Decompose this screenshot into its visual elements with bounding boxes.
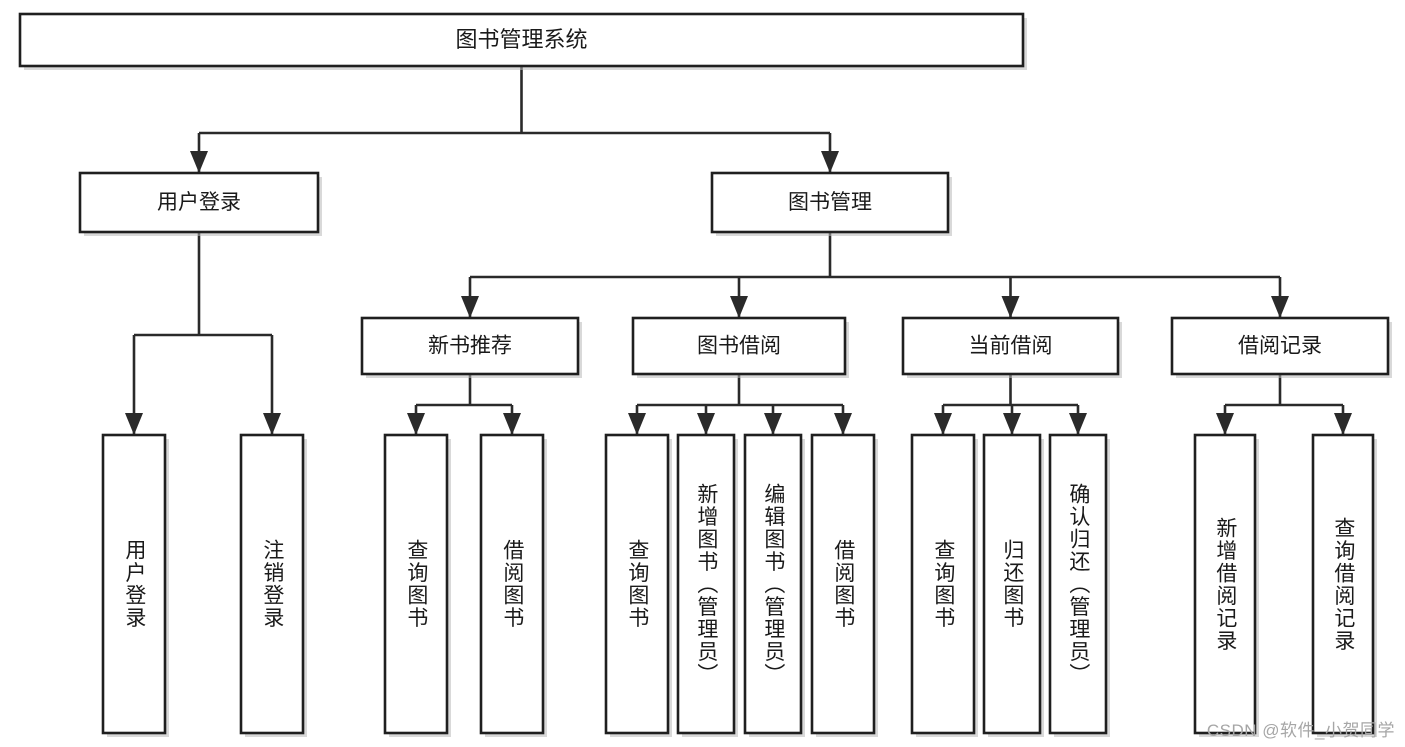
node-leaf-query-book-rec[interactable] (383, 433, 451, 737)
connector-arrowhead (1216, 413, 1234, 435)
connector-arrowhead (1003, 413, 1021, 435)
node-leaf-query-record[interactable] (1311, 433, 1377, 737)
node-leaf-confirm-return[interactable] (1048, 433, 1110, 737)
node-label: 当前借阅 (969, 335, 1053, 358)
node-root-图书管理系统[interactable] (18, 12, 1027, 70)
node-leaf-add-record[interactable] (1193, 433, 1259, 737)
node-book-borrow[interactable] (631, 316, 849, 378)
node-label: 图书管理系统 (455, 27, 587, 52)
node-label: 借阅记录 (1238, 335, 1322, 358)
node-leaf-borrow-book-bb[interactable] (810, 433, 878, 737)
node-label: 图书借阅 (697, 335, 781, 358)
connector-arrowhead (764, 413, 782, 435)
node-leaf-query-book-cb[interactable] (910, 433, 978, 737)
node-new-book-rec[interactable] (360, 316, 582, 378)
edges-layer (125, 66, 1352, 435)
connector-arrowhead (461, 296, 479, 318)
connector-arrowhead (1069, 413, 1087, 435)
connector-arrowhead (730, 296, 748, 318)
connector-arrowhead (1334, 413, 1352, 435)
node-leaf-return-book[interactable] (982, 433, 1044, 737)
node-leaf-edit-book[interactable] (743, 433, 805, 737)
node-label: 新书推荐 (428, 335, 512, 358)
node-current-borrow[interactable] (901, 316, 1122, 378)
connector-arrowhead (263, 413, 281, 435)
node-leaf-borrow-book-rec[interactable] (479, 433, 547, 737)
node-borrow-record[interactable] (1170, 316, 1392, 378)
connector-arrowhead (1001, 296, 1020, 318)
connector-arrowhead (821, 151, 839, 173)
connector-arrowhead (834, 413, 852, 435)
node-leaf-add-book[interactable] (676, 433, 738, 737)
node-leaf-user-logout[interactable] (239, 433, 307, 737)
node-leaf-query-book-bb[interactable] (604, 433, 672, 737)
watermark-text: CSDN @软件_小贺同学 (1206, 721, 1395, 740)
connector-arrowhead (934, 413, 952, 435)
node-user-login[interactable] (78, 171, 322, 236)
node-label: 图书管理 (788, 191, 872, 214)
connector-arrowhead (503, 413, 521, 435)
node-book-manage[interactable] (710, 171, 952, 236)
connector-arrowhead (1271, 296, 1289, 318)
connector-arrowhead (628, 413, 646, 435)
connector-arrowhead (190, 151, 208, 173)
connector-arrowhead (697, 413, 715, 435)
node-label: 用户登录 (157, 191, 241, 214)
node-leaf-user-login[interactable] (101, 433, 169, 737)
connector-arrowhead (125, 413, 143, 435)
connector-arrowhead (407, 413, 425, 435)
boxes-layer (18, 12, 1392, 737)
